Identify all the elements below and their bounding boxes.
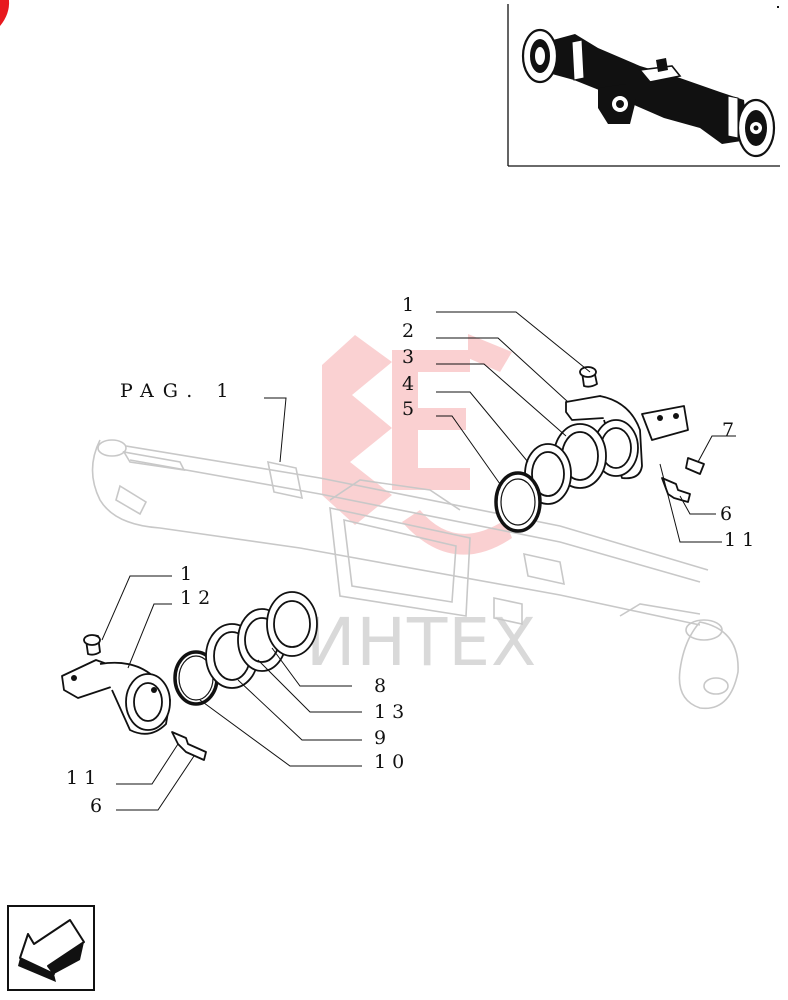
axle-housing-ghost — [91, 439, 739, 710]
callout-upper-7: 7 — [722, 419, 740, 441]
previous-page-button[interactable] — [7, 905, 95, 991]
callout-upper-4: 4 — [402, 373, 420, 395]
arrow-previous-icon — [18, 919, 85, 982]
reference-page-label: PAG. 1 — [120, 380, 237, 402]
callout-lower-12: 12 — [180, 587, 216, 609]
leader-lines — [101, 311, 736, 811]
callout-upper-11: 11 — [724, 529, 760, 551]
upper-support-assembly — [494, 366, 705, 533]
callout-lower-6: 6 — [90, 795, 108, 817]
callout-lower-13: 13 — [374, 701, 410, 723]
callout-lower-1: 1 — [180, 563, 198, 585]
watermark-logo — [322, 334, 512, 555]
callout-upper-6: 6 — [720, 503, 738, 525]
axle-assembly-thumbnail — [521, 28, 776, 158]
callout-upper-2: 2 — [402, 320, 420, 342]
callout-upper-1: 1 — [402, 294, 420, 316]
watermark-text: ИНТЕХ — [306, 604, 537, 681]
callout-lower-11: 11 — [66, 767, 102, 789]
corner-mark — [0, 0, 10, 26]
lower-support-assembly — [61, 591, 318, 761]
callout-lower-10: 10 — [374, 751, 410, 773]
callout-lower-8: 8 — [374, 675, 392, 697]
thumbnail-frame — [507, 4, 780, 167]
callout-lower-9: 9 — [374, 727, 392, 749]
callout-upper-3: 3 — [402, 346, 420, 368]
callout-upper-5: 5 — [402, 398, 420, 420]
